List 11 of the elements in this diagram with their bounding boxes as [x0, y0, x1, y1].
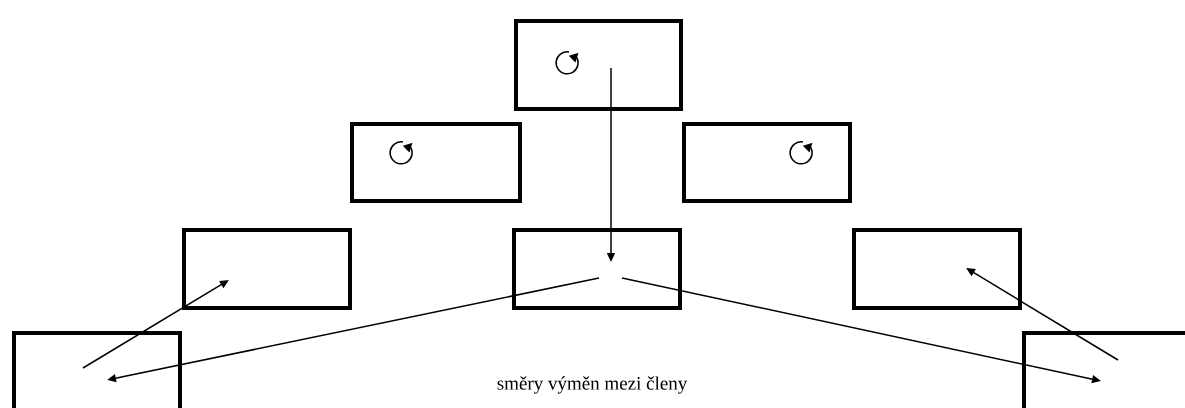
box	[682, 122, 852, 203]
box	[514, 19, 683, 111]
arrow	[966, 268, 1119, 361]
arrow	[82, 280, 229, 369]
box	[852, 228, 1022, 310]
caption-text: směry výměn mezi členy	[497, 376, 688, 394]
box	[1022, 331, 1185, 408]
box	[512, 228, 682, 310]
box	[182, 228, 352, 310]
box	[350, 122, 522, 203]
box	[12, 331, 182, 408]
